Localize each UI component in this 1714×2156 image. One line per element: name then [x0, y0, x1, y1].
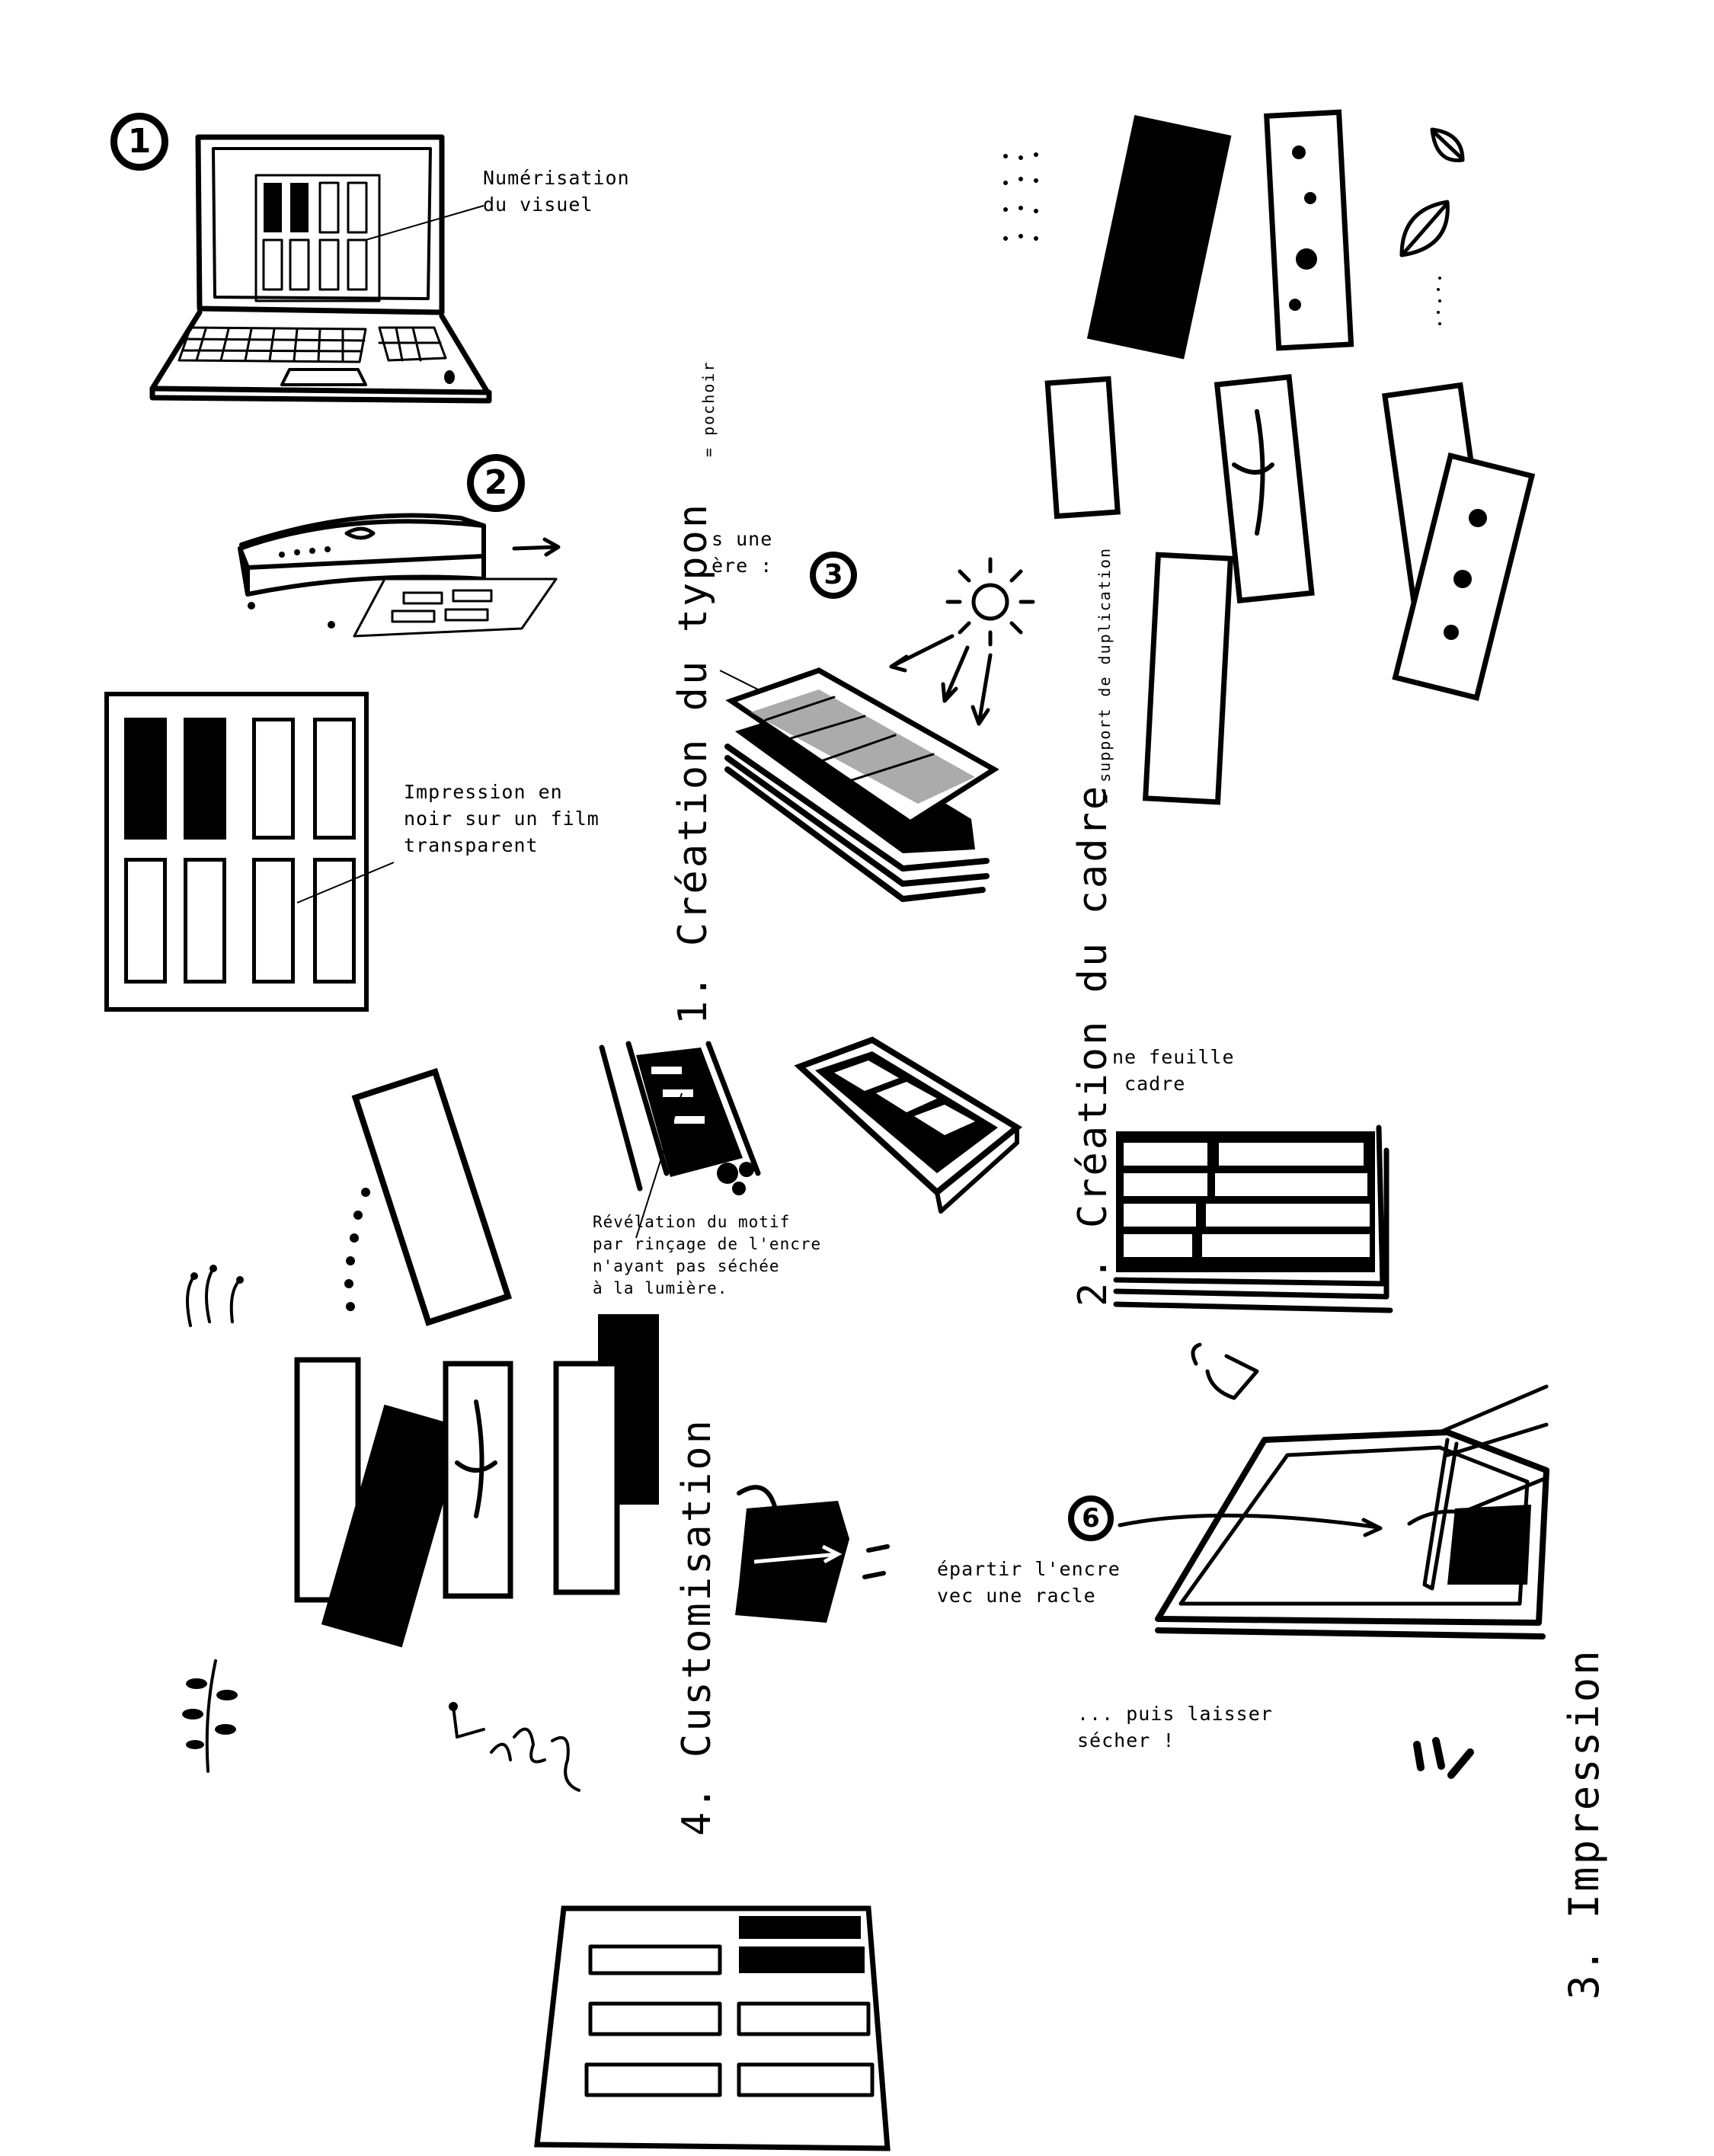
step-badge-1: 1 — [110, 113, 168, 171]
laptop-illustration — [149, 134, 492, 404]
film-sheet-illustration — [104, 692, 369, 1012]
step-badge-3: 3 — [810, 552, 857, 599]
plant-sprig-icon — [182, 1659, 238, 1773]
customised-bookmarks-illustration — [294, 1314, 659, 1648]
uv-exposure-illustration — [719, 667, 999, 902]
section-title-2: 2. Création du cadre — [1070, 783, 1116, 1307]
section-title-4: 4. Customisation — [674, 1418, 720, 1836]
note-dry: ... puis laisser sécher ! — [1077, 1703, 1273, 1751]
accent-strokes-icon — [1413, 1737, 1474, 1779]
final-sheet-illustration — [534, 1905, 891, 2151]
note-reveal: Révélation du motif par rinçage de l'enc… — [593, 1213, 822, 1297]
print-leader-line — [296, 862, 395, 904]
step-badge-6: 6 — [1068, 1495, 1114, 1541]
bookmarks-illustration — [1044, 109, 1536, 805]
rinse-illustration — [599, 1041, 761, 1195]
section-title-3: 3. Impression — [1560, 1648, 1608, 2000]
section-title-1: 1. Création du typon — [670, 501, 716, 1025]
note-scan: Numérisation du visuel — [483, 167, 630, 216]
ink-squeegee-illustration — [735, 1485, 890, 1623]
decorative-dots — [1003, 152, 1038, 241]
squeegee-print-illustration — [1118, 1342, 1549, 1639]
leaf-icons — [1399, 127, 1465, 325]
note-print-film: Impression en noir sur un film transpare… — [404, 781, 600, 856]
scan-leader-line — [365, 205, 484, 241]
grass-sprigs-icon — [186, 1265, 244, 1327]
section-subtitle-1: = pochoir — [699, 360, 718, 457]
printer-illustration — [238, 513, 561, 638]
stencil-strip — [313, 718, 356, 840]
stencil-strip — [252, 718, 295, 840]
floating-bookmark-illustration — [344, 1067, 513, 1326]
note-squeegee-partial: épartir l'encre vec une racle — [937, 1558, 1121, 1607]
note-frame-partial: ne feuille cadre — [1112, 1046, 1235, 1095]
stencil-strip — [313, 858, 356, 984]
stencil-strip — [124, 858, 167, 984]
reveal-leader-line — [635, 1092, 683, 1239]
screen-frame-illustration — [1113, 1124, 1393, 1313]
stencil-strip — [252, 858, 295, 984]
stencil-strip — [184, 858, 226, 984]
light-rays — [889, 634, 993, 726]
stencil-strip — [184, 718, 226, 840]
note-exposure-partial: s une ère : — [712, 528, 773, 577]
doodle-curls-icon — [449, 1702, 580, 1792]
stencil-strip — [124, 718, 167, 840]
sun-icon — [945, 557, 1035, 647]
step-badge-2: 2 — [467, 454, 525, 512]
rinsed-screen-illustration — [794, 1036, 1022, 1214]
